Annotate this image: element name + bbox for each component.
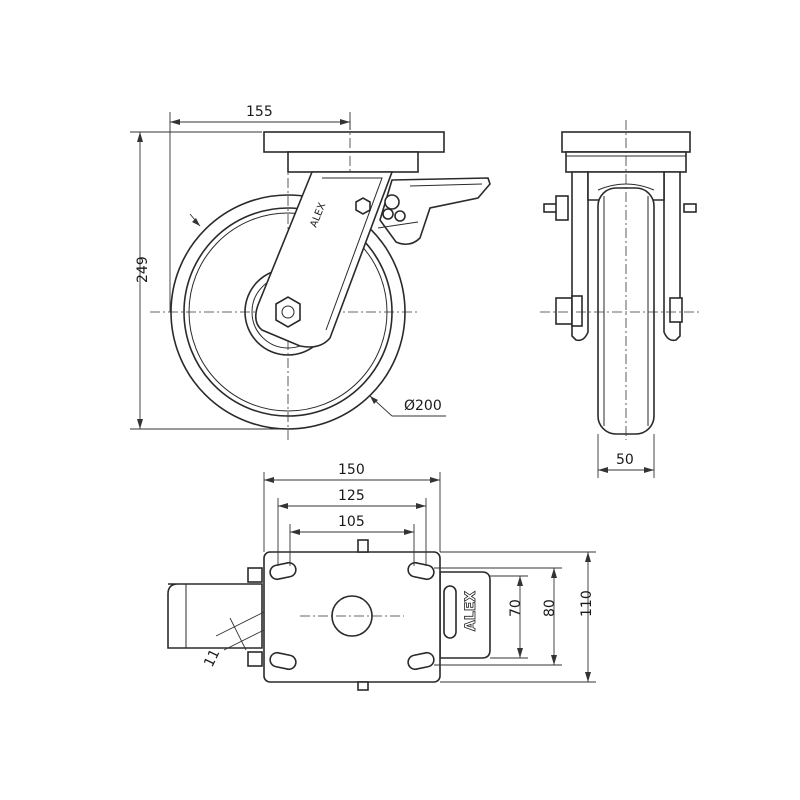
front-view: 50 bbox=[540, 120, 700, 478]
dim-155-label: 155 bbox=[246, 104, 273, 120]
side-view-top-plate bbox=[263, 120, 445, 175]
dim-diameter-200: Ø200 bbox=[189, 213, 446, 417]
dim-249: 249 bbox=[130, 131, 288, 430]
dim-150-label: 150 bbox=[338, 462, 365, 478]
dim-80-label: 80 bbox=[542, 599, 558, 617]
dim-50: 50 bbox=[597, 434, 655, 478]
dim-11-label: 11 bbox=[201, 647, 223, 670]
dim-50-label: 50 bbox=[616, 452, 634, 468]
dim-110: 110 bbox=[440, 551, 596, 683]
dim-125: 125 bbox=[277, 488, 427, 566]
side-view-fork-nut bbox=[355, 197, 371, 215]
brake-pedal bbox=[377, 177, 491, 246]
dim-105: 105 bbox=[289, 514, 415, 566]
dim-105-label: 105 bbox=[338, 514, 365, 530]
dim-diameter-label: Ø200 bbox=[404, 398, 442, 414]
brand-logo-text: ALEX bbox=[463, 591, 479, 631]
side-view: ALEX 155 bbox=[130, 104, 491, 440]
dim-110-label: 110 bbox=[579, 590, 595, 617]
dim-11: 11 bbox=[201, 611, 265, 670]
dim-80: 80 bbox=[434, 567, 562, 666]
dim-70-label: 70 bbox=[508, 599, 524, 617]
side-view-axle-nut bbox=[275, 296, 301, 328]
dim-249-label: 249 bbox=[135, 256, 151, 283]
dim-155: 155 bbox=[169, 104, 351, 312]
dim-70: 70 bbox=[490, 575, 528, 659]
plate-view: ALEX 150 12 bbox=[167, 462, 596, 691]
mounting-slots bbox=[269, 561, 435, 671]
dim-150: 150 bbox=[263, 462, 441, 552]
dim-125-label: 125 bbox=[338, 488, 365, 504]
